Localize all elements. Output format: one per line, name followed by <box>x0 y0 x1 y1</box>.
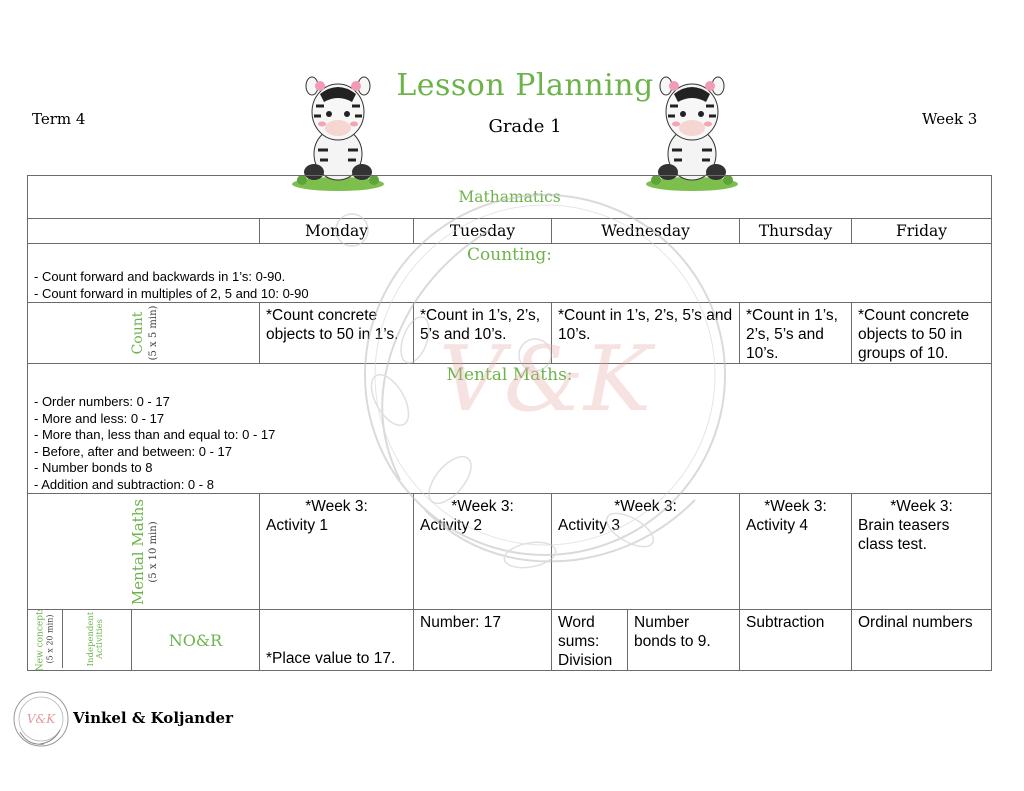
logo-text: V&K <box>27 712 56 726</box>
nc-wednesday-b: Number bonds to 9. <box>627 609 740 671</box>
count-monday: *Count concrete objects to 50 in 1’s. <box>259 302 414 364</box>
counting-note: - Count forward in multiples of 2, 5 and… <box>34 285 309 301</box>
mental-note: - Before, after and between: 0 - 17 <box>34 443 233 459</box>
count-wednesday: *Count in 1’s, 2’s, 5’s and 10’s. <box>551 302 740 364</box>
counting-notes-block: Counting: - Count forward and backwards … <box>26 243 993 303</box>
mental-thursday: *Week 3: Activity 4 <box>739 493 852 610</box>
mental-note: - Number bonds to 8 <box>34 460 153 475</box>
mental-duration: (5 x 10 min) <box>147 520 159 583</box>
mental-tuesday: *Week 3: Activity 2 <box>413 493 552 610</box>
count-duration: (5 x 5 min) <box>147 305 159 361</box>
mental-label: Mental Maths <box>128 498 147 605</box>
counting-note: - Count forward and backwards in 1’s: 0-… <box>34 269 286 284</box>
brand-name: Vinkel & Koljander <box>73 709 233 727</box>
mental-notes-block: Mental Maths: - Order numbers: 0 - 17 - … <box>26 363 993 494</box>
nc-tuesday: Number: 17 <box>413 609 552 671</box>
topic-label: NO&R <box>131 609 260 671</box>
week-tag: *Week 3: <box>305 498 368 515</box>
mental-row-label: Mental Maths (5 x 10 min) <box>27 493 260 610</box>
week-tag: *Week 3: <box>451 498 514 515</box>
activity-text: Brain teasers class test. <box>858 517 950 553</box>
grade-label: Grade 1 <box>488 116 562 137</box>
count-label: Count <box>129 311 146 355</box>
zebra-illustration-right <box>646 76 738 191</box>
activity-text: Activity 4 <box>746 517 809 534</box>
mental-monday: *Week 3: Activity 1 <box>259 493 414 610</box>
week-label: Week 3 <box>922 110 978 128</box>
brand-logo: V&K <box>13 691 69 747</box>
day-tuesday: Tuesday <box>413 218 552 244</box>
mental-note: - More and less: 0 - 17 <box>34 410 165 426</box>
nc-wednesday-a: Word sums: Division <box>551 609 628 671</box>
activity-text: Activity 1 <box>266 517 329 534</box>
mental-note: - Order numbers: 0 - 17 <box>34 394 170 409</box>
new-concepts-duration: (5 x 20 min) <box>45 614 55 664</box>
day-thursday: Thursday <box>739 218 852 244</box>
counting-heading: Counting: <box>467 245 553 265</box>
nc-friday: Ordinal numbers <box>850 609 993 671</box>
week-tag: *Week 3: <box>614 498 677 515</box>
activity-text: Activity 2 <box>420 517 483 534</box>
lesson-plan-table: Mathamatics Monday Tuesday Wednesday Thu… <box>26 175 993 671</box>
mental-wednesday: *Week 3: Activity 3 <box>551 493 740 610</box>
term-label: Term 4 <box>32 110 86 128</box>
week-tag: *Week 3: <box>890 498 953 515</box>
count-row-label: Count (5 x 5 min) <box>27 302 260 364</box>
count-thursday: *Count in 1’s, 2’s, 5’s and 10’s. <box>739 302 852 364</box>
day-wednesday: Wednesday <box>551 218 740 244</box>
count-friday: *Count concrete objects to 50 in groups … <box>850 302 993 364</box>
nc-monday: *Place value to 17. <box>259 609 414 671</box>
subject-title: Mathamatics <box>26 175 993 219</box>
day-friday: Friday <box>850 218 993 244</box>
day-monday: Monday <box>259 218 414 244</box>
mental-note: - Addition and subtraction: 0 - 8 <box>34 476 214 492</box>
new-concepts-label: New concepts <box>35 609 46 671</box>
mental-heading: Mental Maths: <box>446 365 573 385</box>
count-tuesday: *Count in 1’s, 2’s, 5’s and 10’s. <box>413 302 552 364</box>
week-tag: *Week 3: <box>764 498 827 515</box>
zebra-illustration-left <box>292 76 384 191</box>
activity-text: Activity 3 <box>558 517 621 534</box>
page-title: Lesson Planning <box>396 68 654 103</box>
independent-activities-label: Independent Activities <box>86 611 105 667</box>
new-concepts-label-cell: New concepts (5 x 20 min) Independent Ac… <box>27 609 132 671</box>
nc-thursday: Subtraction <box>739 609 852 671</box>
day-header-blank <box>27 218 260 244</box>
mental-note: - More than, less than and equal to: 0 -… <box>34 427 276 442</box>
mental-friday: *Week 3: Brain teasers class test. <box>850 493 993 610</box>
